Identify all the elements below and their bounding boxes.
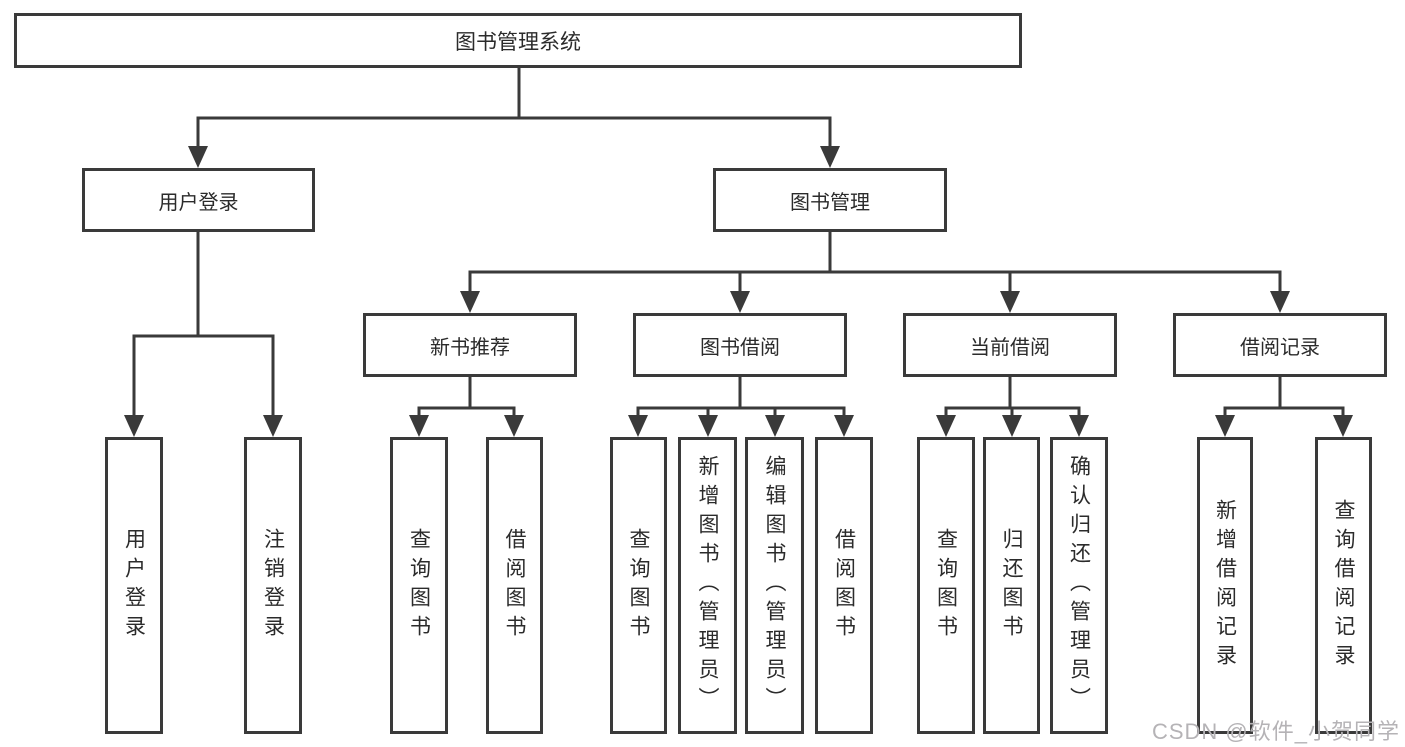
leaf-query-books: 查询图书	[917, 437, 975, 734]
csdn-watermark: CSDN @软件_小贺同学	[1151, 719, 1400, 744]
leaf-query-books: 查询图书	[610, 437, 667, 734]
node-label: 查询图书	[627, 527, 650, 644]
connector-root-to-level1	[196, 66, 832, 152]
node-label: 借阅记录	[1240, 336, 1320, 359]
leaf-borrow-books: 借阅图书	[815, 437, 873, 734]
arrowheads-borrow-children	[628, 415, 854, 437]
node-borrowing-records: 借阅记录	[1173, 313, 1387, 377]
node-label: 新书推荐	[430, 336, 510, 359]
arrowheads-book-mgmt-children	[460, 291, 1290, 313]
leaf-logout: 注销登录	[244, 437, 302, 734]
leaf-edit-books-admin: 编辑图书（管理员）	[745, 437, 804, 734]
arrowheads-record-children	[1215, 415, 1353, 437]
node-label: 归还图书	[1000, 527, 1023, 644]
leaf-confirm-return-admin: 确认归还（管理员）	[1050, 437, 1108, 734]
arrowheads-user-login-children	[124, 415, 283, 437]
connector-borrow-children	[636, 375, 846, 420]
node-library-management-system: 图书管理系统	[14, 13, 1022, 68]
leaf-query-books: 查询图书	[390, 437, 448, 734]
node-label: 新增图书（管理员）	[696, 455, 719, 716]
connector-book-mgmt-children	[468, 230, 1282, 297]
arrowheads-level1	[188, 146, 840, 168]
leaf-return-books: 归还图书	[983, 437, 1040, 734]
connector-user-login-children	[132, 230, 275, 419]
arrowheads-current-borrow-children	[936, 415, 1089, 437]
leaf-borrow-books: 借阅图书	[486, 437, 543, 734]
node-current-borrowing: 当前借阅	[903, 313, 1117, 377]
leaf-user-login: 用户登录	[105, 437, 163, 734]
node-label: 图书管理系统	[455, 30, 581, 54]
node-label: 查询图书	[934, 527, 958, 644]
node-label: 图书管理	[790, 191, 870, 214]
node-label: 注销登录	[261, 527, 285, 644]
node-label: 新增借阅记录	[1213, 498, 1237, 673]
arrowheads-new-book-children	[409, 415, 524, 437]
node-label: 编辑图书（管理员）	[763, 455, 786, 716]
node-label: 借阅图书	[832, 527, 856, 644]
node-label: 图书借阅	[700, 336, 780, 359]
node-label: 查询图书	[407, 527, 431, 644]
node-label: 用户登录	[158, 191, 239, 214]
node-label: 当前借阅	[970, 336, 1050, 359]
node-label: 用户登录	[122, 527, 146, 644]
node-label: 借阅图书	[503, 527, 526, 644]
leaf-query-borrow-record: 查询借阅记录	[1315, 437, 1372, 734]
connector-record-children	[1223, 375, 1345, 420]
leaf-add-books-admin: 新增图书（管理员）	[678, 437, 737, 734]
node-book-borrowing: 图书借阅	[633, 313, 847, 377]
node-label: 查询借阅记录	[1332, 498, 1355, 673]
node-new-book-recommendation: 新书推荐	[363, 313, 577, 377]
node-user-login-branch: 用户登录	[82, 168, 315, 232]
node-label: 确认归还（管理员）	[1067, 455, 1091, 716]
node-book-management: 图书管理	[713, 168, 947, 232]
connector-new-book-children	[417, 375, 516, 420]
leaf-add-borrow-record: 新增借阅记录	[1197, 437, 1253, 734]
connector-current-borrow-children	[944, 375, 1081, 420]
